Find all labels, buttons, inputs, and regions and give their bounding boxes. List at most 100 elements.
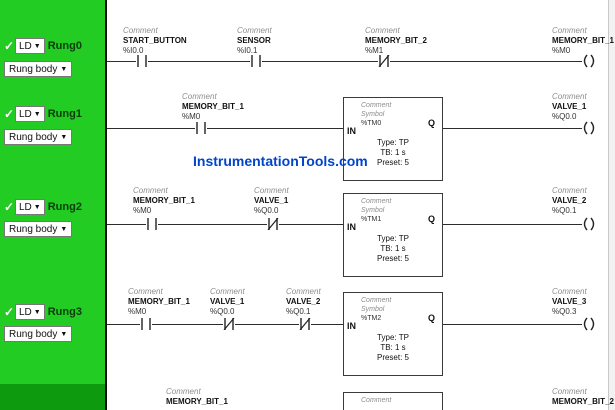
coil-variable: MEMORY_BIT_1	[552, 36, 614, 45]
timer-comment: Comment	[361, 297, 392, 304]
coil-variable: VALVE_2	[552, 196, 587, 205]
timer-properties: Type: TP TB: 1 s Preset: 5	[344, 333, 442, 363]
language-select-label: LD	[19, 201, 32, 213]
language-select-label: LD	[19, 306, 32, 318]
nc-contact-icon[interactable]	[378, 55, 390, 67]
contact-address: %Q0.0	[210, 307, 235, 316]
timer-block[interactable]: IN Q Comment Symbol %TM1 Type: TP TB: 1 …	[343, 193, 443, 277]
chevron-down-icon: ▼	[60, 225, 68, 233]
rung-body-select-0[interactable]: Rung body▼	[4, 61, 73, 77]
no-contact-icon[interactable]	[146, 218, 158, 230]
no-contact-icon[interactable]	[140, 318, 152, 330]
timer-input-label: IN	[347, 126, 356, 136]
contact-address: %M0	[182, 112, 201, 121]
contact-comment: Comment	[166, 387, 201, 396]
timer-base: TB: 1 s	[380, 343, 406, 352]
timer-comment: Comment	[361, 102, 392, 109]
timer-type: Type: TP	[377, 333, 409, 342]
language-select-rung3[interactable]: LD▼	[15, 304, 45, 320]
contact-address: %I0.0	[123, 46, 144, 55]
timer-name: %TM1	[361, 216, 382, 223]
nc-contact-icon[interactable]	[299, 318, 311, 330]
rung-header-1: ✓ LD▼ Rung1	[4, 104, 82, 124]
watermark-text: InstrumentationTools.com	[193, 153, 368, 169]
contact-comment: Comment	[182, 92, 217, 101]
check-icon: ✓	[4, 305, 15, 319]
timer-properties: Type: TP TB: 1 s Preset: 5	[344, 138, 442, 168]
rung-body-label: Rung body	[9, 63, 58, 75]
timer-symbol: Symbol	[361, 207, 385, 214]
contact-address: %M0	[133, 206, 152, 215]
timer-symbol: Symbol	[361, 306, 385, 313]
language-select-rung2[interactable]: LD▼	[15, 199, 45, 215]
timer-base: TB: 1 s	[380, 148, 406, 157]
timer-symbol: Symbol	[361, 111, 385, 118]
chevron-down-icon: ▼	[33, 42, 41, 50]
chevron-down-icon: ▼	[60, 65, 68, 73]
rung-body-label: Rung body	[9, 223, 58, 235]
contact-comment: Comment	[210, 287, 245, 296]
coil-icon[interactable]	[582, 54, 596, 68]
timer-input-label: IN	[347, 321, 356, 331]
rung-name-3: Rung3	[47, 306, 82, 318]
timer-block[interactable]: Comment	[343, 392, 443, 410]
contact-address: %M1	[365, 46, 384, 55]
timer-name: %TM2	[361, 315, 382, 322]
rung-body-select-1[interactable]: Rung body▼	[4, 129, 73, 145]
no-contact-icon[interactable]	[136, 55, 148, 67]
contact-comment: Comment	[254, 186, 289, 195]
contact-variable: MEMORY_BIT_1	[182, 102, 244, 111]
rung-name-2: Rung2	[47, 201, 82, 213]
timer-preset: Preset: 5	[376, 353, 409, 362]
contact-comment: Comment	[128, 287, 163, 296]
coil-icon[interactable]	[582, 317, 596, 331]
contact-comment: Comment	[133, 186, 168, 195]
coil-address: %M0	[552, 46, 571, 55]
timer-block[interactable]: IN Q Comment Symbol %TM2 Type: TP TB: 1 …	[343, 292, 443, 376]
rung-body-label: Rung body	[9, 328, 58, 340]
timer-block[interactable]: IN Q Comment Symbol %TM0 Type: TP TB: 1 …	[343, 97, 443, 181]
coil-icon[interactable]	[582, 121, 596, 135]
coil-address: %Q0.1	[552, 206, 577, 215]
rung-wire	[107, 128, 343, 129]
timer-type: Type: TP	[377, 234, 409, 243]
coil-variable: VALVE_3	[552, 297, 587, 306]
no-contact-icon[interactable]	[250, 55, 262, 67]
rung-header-0: ✓ LD▼ Rung0	[4, 36, 82, 56]
timer-output-label: Q	[427, 313, 435, 323]
rung-sidebar: ✓ LD▼ Rung0 Rung body▼ ✓ LD▼ Rung1 Rung …	[0, 0, 105, 410]
coil-comment: Comment	[552, 387, 587, 396]
coil-variable: MEMORY_BIT_2	[552, 397, 614, 406]
contact-comment: Comment	[237, 26, 272, 35]
chevron-down-icon: ▼	[33, 308, 41, 316]
check-icon: ✓	[4, 39, 15, 53]
coil-variable: VALVE_1	[552, 102, 587, 111]
nc-contact-icon[interactable]	[223, 318, 235, 330]
power-rail-left	[105, 0, 107, 410]
contact-address: %Q0.0	[254, 206, 279, 215]
language-select-rung0[interactable]: LD▼	[15, 38, 45, 54]
contact-variable: VALVE_1	[254, 196, 289, 205]
contact-variable: MEMORY_BIT_2	[365, 36, 427, 45]
no-contact-icon[interactable]	[195, 122, 207, 134]
timer-comment: Comment	[361, 198, 392, 205]
language-select-rung1[interactable]: LD▼	[15, 106, 45, 122]
contact-variable: MEMORY_BIT_1	[128, 297, 190, 306]
check-icon: ✓	[4, 200, 15, 214]
rung-header-2: ✓ LD▼ Rung2	[4, 197, 82, 217]
contact-address: %M0	[128, 307, 147, 316]
timer-input-label: IN	[347, 222, 356, 232]
language-select-label: LD	[19, 40, 32, 52]
timer-output-label: Q	[427, 214, 435, 224]
power-rail-right	[608, 0, 615, 410]
coil-icon[interactable]	[582, 217, 596, 231]
contact-variable: VALVE_1	[210, 297, 245, 306]
rung-wire	[443, 128, 582, 129]
timer-properties: Type: TP TB: 1 s Preset: 5	[344, 234, 442, 264]
rung-body-select-2[interactable]: Rung body▼	[4, 221, 73, 237]
rung-body-select-3[interactable]: Rung body▼	[4, 326, 73, 342]
rung-wire	[107, 61, 582, 62]
timer-comment: Comment	[361, 397, 392, 404]
nc-contact-icon[interactable]	[267, 218, 279, 230]
contact-variable: VALVE_2	[286, 297, 321, 306]
